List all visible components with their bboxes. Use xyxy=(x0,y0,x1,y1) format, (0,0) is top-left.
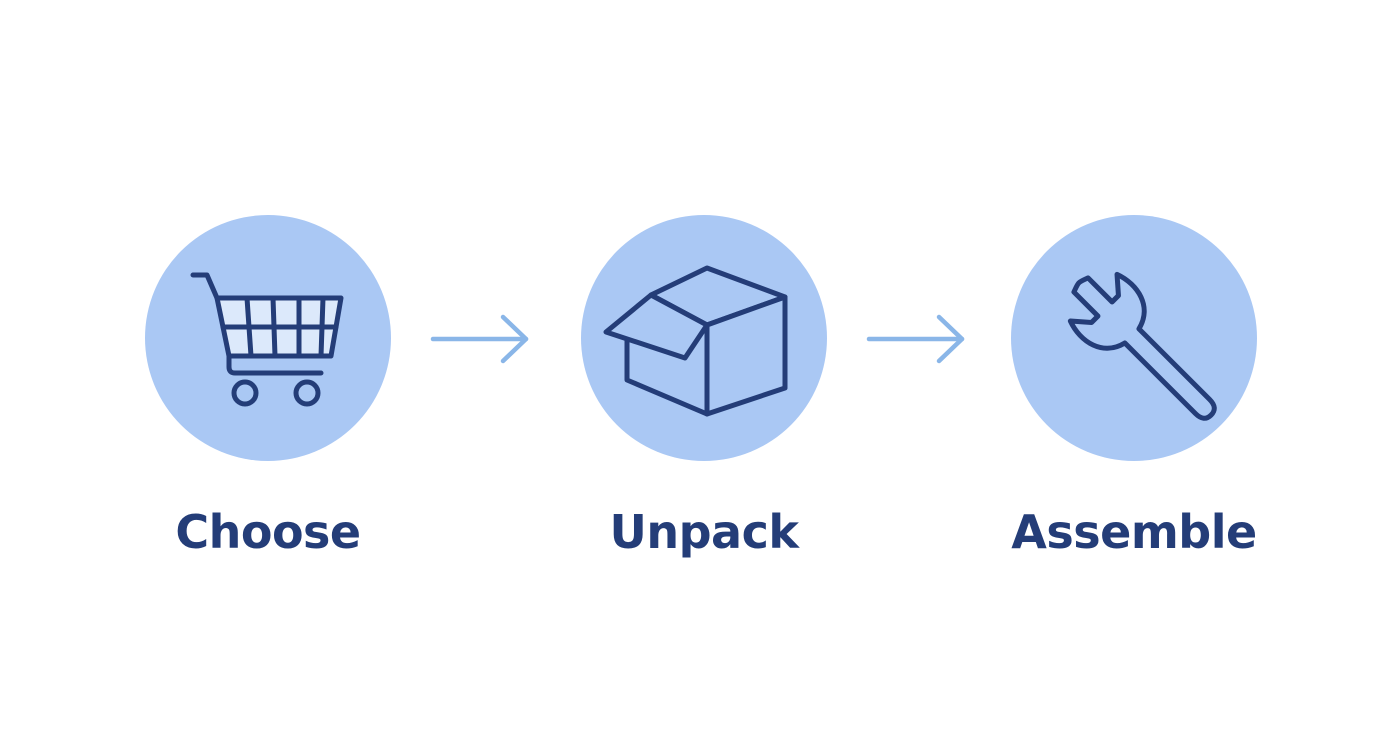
shopping-cart-icon xyxy=(145,215,391,461)
step-label: Unpack xyxy=(609,505,799,559)
step-unpack: Unpack xyxy=(580,215,828,561)
step-circle xyxy=(1011,215,1257,461)
open-box-icon xyxy=(581,215,827,461)
arrow-right-icon xyxy=(430,314,529,364)
step-circle xyxy=(581,215,827,461)
wrench-icon xyxy=(1011,215,1257,461)
step-circle xyxy=(145,215,391,461)
step-label: Choose xyxy=(175,505,361,559)
step-assemble: Assemble xyxy=(1010,215,1258,561)
flow-arrow-2 xyxy=(866,308,970,368)
step-choose: Choose xyxy=(144,215,392,561)
arrow-right-icon xyxy=(866,314,965,364)
flow-arrow-1 xyxy=(430,308,534,368)
step-label: Assemble xyxy=(1011,505,1257,559)
